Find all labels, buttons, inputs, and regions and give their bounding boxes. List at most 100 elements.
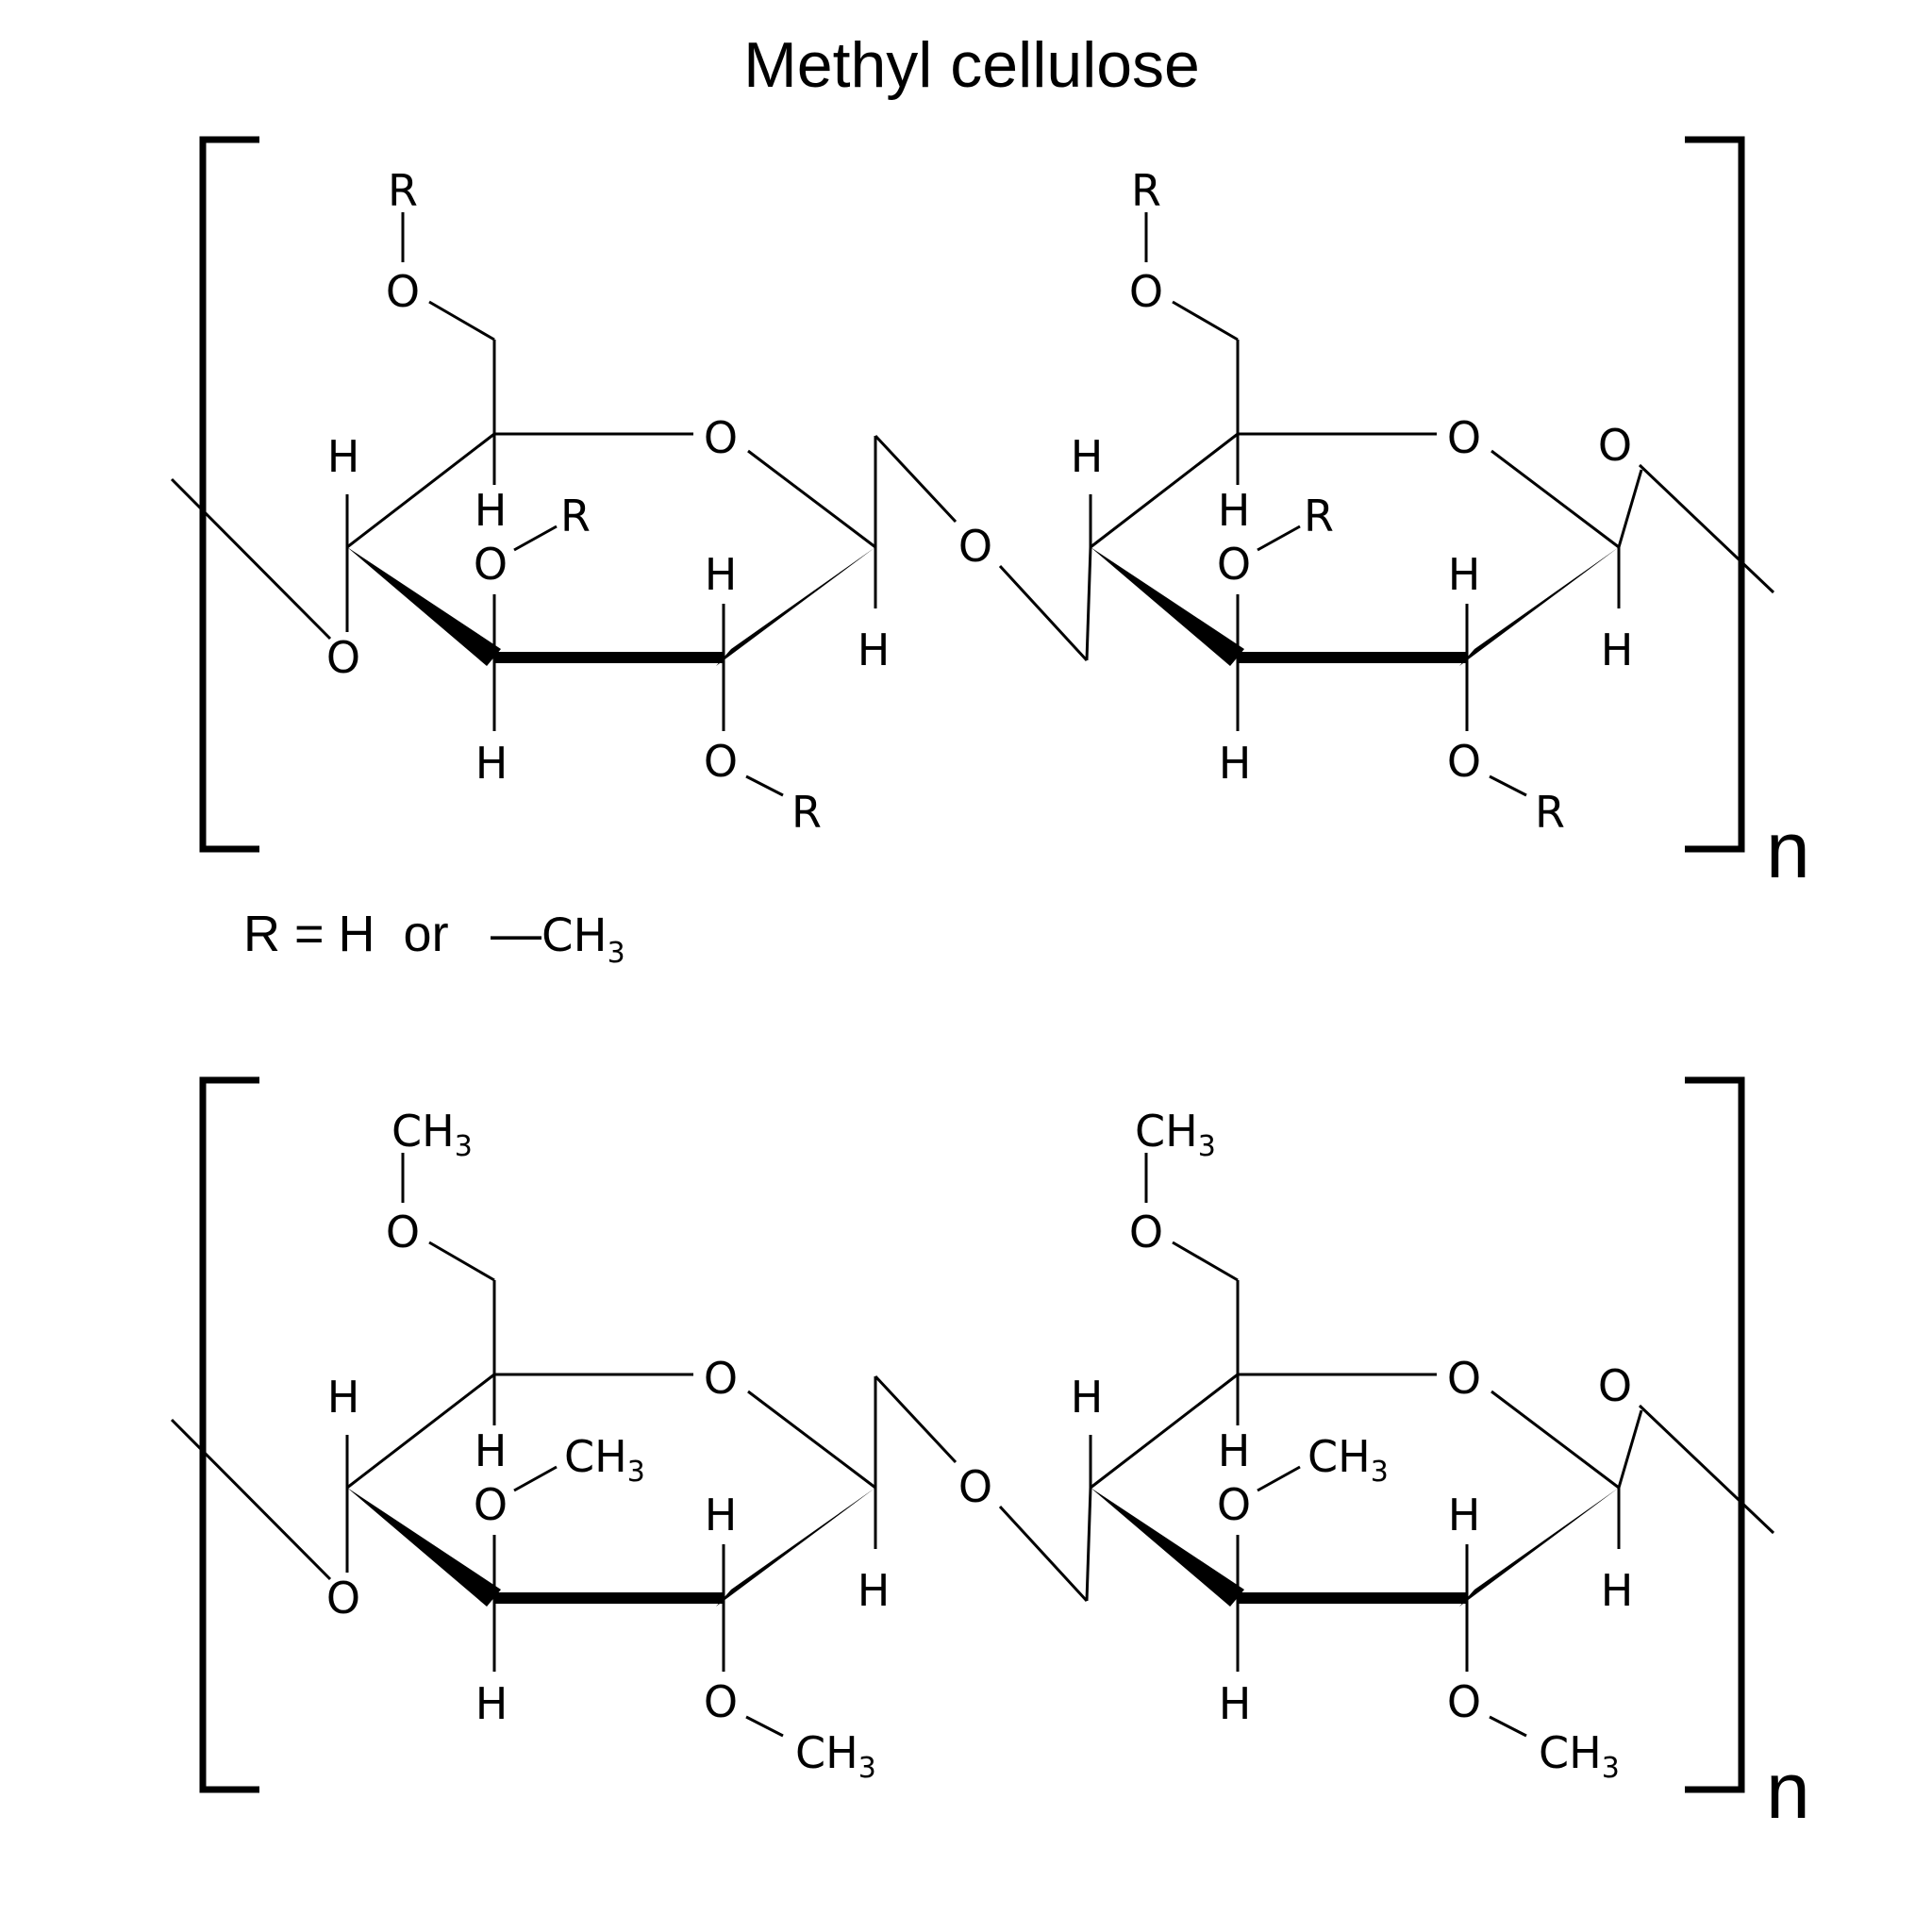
oxygen-label: O (1598, 420, 1632, 471)
bond-line (346, 432, 495, 549)
hydrogen-label: H (475, 1425, 508, 1476)
bond-line (998, 564, 1089, 662)
r-group-label: R (1131, 165, 1161, 216)
hydrogen-label: H (1218, 485, 1251, 536)
right-repeat-bracket (1685, 1076, 1745, 1793)
bond-line (874, 434, 958, 524)
bond-line (346, 1373, 495, 1490)
repeat-subscript-n: n (1766, 806, 1810, 894)
methyl-group-label: CH3 (1307, 1431, 1389, 1489)
oxygen-label: O (958, 521, 992, 572)
legend-prefix: R = H or (243, 906, 449, 962)
methyl-group-label: CH3 (1135, 1106, 1216, 1163)
r-group-label: R (791, 787, 822, 838)
r-group-label: R (560, 491, 591, 541)
r-group-label: R (1535, 787, 1565, 838)
ring-front-wedge-left (347, 1488, 501, 1607)
hydrogen-label: H (1071, 431, 1104, 482)
hydrogen-label: H (858, 625, 891, 675)
oxygen-label: O (474, 1479, 508, 1530)
bond-line (513, 1465, 558, 1492)
ring-front-wedge-right (716, 1488, 875, 1607)
bond-line (998, 1505, 1089, 1603)
bond-line (1638, 463, 1775, 594)
bond-line (874, 1374, 958, 1464)
hydrogen-label: H (1071, 1372, 1104, 1423)
hydrogen-label: H (705, 549, 738, 600)
oxygen-label: O (1217, 539, 1251, 590)
oxygen-label: O (386, 266, 420, 317)
oxygen-label: O (1598, 1360, 1632, 1411)
bond-line (1617, 469, 1643, 548)
bond-line (1090, 1373, 1239, 1490)
hydrogen-label: H (327, 1372, 360, 1423)
bond-line (1491, 449, 1620, 549)
legend-methyl-group: CH3 (541, 909, 625, 970)
hydrogen-label: H (1601, 1565, 1634, 1616)
hydrogen-label: H (475, 485, 508, 536)
bond-line (747, 449, 876, 549)
ring-front-wedge-left (1091, 547, 1244, 666)
oxygen-label: O (704, 1676, 738, 1727)
hydrogen-label: H (1218, 1425, 1251, 1476)
bond-line (428, 1241, 495, 1282)
methyl-group-label: CH3 (1539, 1727, 1620, 1785)
oxygen-label: O (386, 1207, 420, 1257)
hydrogen-label: H (1219, 738, 1252, 789)
bond-line (745, 774, 784, 797)
hydrogen-label: H (705, 1490, 738, 1541)
hydrogen-label: H (327, 431, 360, 482)
hydrogen-label: H (475, 738, 508, 789)
bond-line (428, 300, 495, 341)
methyl-group-label: CH3 (564, 1431, 645, 1489)
repeat-subscript-n: n (1766, 1746, 1810, 1835)
bond-line (170, 477, 332, 641)
methyl-group-label: CH3 (795, 1727, 876, 1785)
bond-line (170, 1418, 332, 1581)
oxygen-label: O (1447, 1676, 1481, 1727)
oxygen-label: O (1129, 1207, 1163, 1257)
hydrogen-label: H (1601, 625, 1634, 675)
hydrogen-label: H (475, 1678, 508, 1729)
bond-line (1489, 774, 1527, 797)
bond-line (1172, 300, 1239, 341)
oxygen-label: O (326, 632, 360, 683)
ring-front-wedge-right (716, 547, 875, 666)
hydrogen-label: H (858, 1565, 891, 1616)
left-repeat-bracket (199, 136, 259, 853)
ring-front-wedge-left (347, 547, 501, 666)
hydrogen-label: H (1448, 549, 1481, 600)
bond-line (1172, 1241, 1239, 1282)
oxygen-label: O (704, 412, 738, 463)
ring-front-wedge-right (1459, 1488, 1619, 1607)
oxygen-label: O (1447, 412, 1481, 463)
oxygen-label: O (704, 1353, 738, 1404)
bond-line (1491, 1390, 1620, 1490)
bond-line (1257, 1465, 1301, 1492)
hydrogen-label: H (1219, 1678, 1252, 1729)
bond-line (1617, 1409, 1643, 1489)
oxygen-label: O (958, 1461, 992, 1512)
oxygen-label: O (704, 736, 738, 787)
bond-line (1257, 525, 1301, 552)
bond-line (1090, 432, 1239, 549)
methyl-group-label: CH3 (391, 1106, 473, 1163)
oxygen-label: O (326, 1573, 360, 1624)
hydrogen-label: H (1448, 1490, 1481, 1541)
oxygen-label: O (474, 539, 508, 590)
r-group-label: R (388, 165, 418, 216)
oxygen-label: O (1217, 1479, 1251, 1530)
oxygen-label: O (1447, 736, 1481, 787)
oxygen-label: O (1447, 1353, 1481, 1404)
r-group-label: R (1304, 491, 1334, 541)
r-group-legend: R = H or — CH3 (243, 906, 625, 970)
bond-line (1085, 1487, 1092, 1602)
bond-line (745, 1715, 784, 1738)
right-repeat-bracket (1685, 136, 1745, 853)
ring-front-wedge-right (1459, 547, 1619, 666)
ring-front-wedge-left (1091, 1488, 1244, 1607)
legend-dash: — (491, 906, 541, 962)
